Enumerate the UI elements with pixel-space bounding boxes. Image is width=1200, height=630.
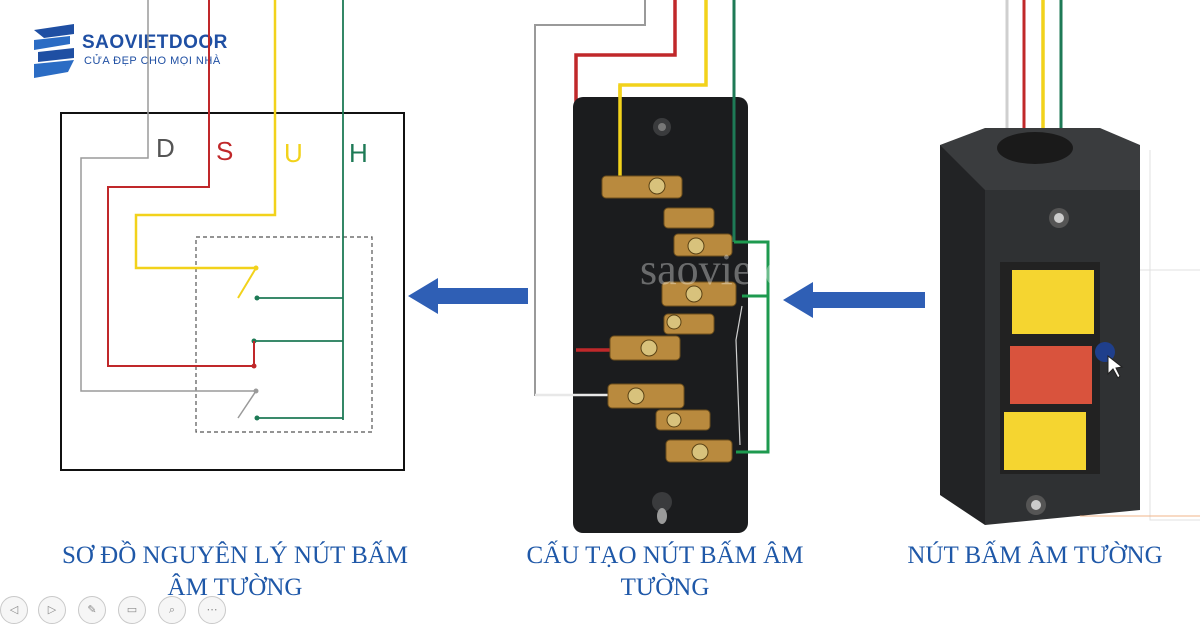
play-icon[interactable]: ▷ — [38, 596, 66, 624]
arrow-left-2 — [783, 282, 925, 318]
schematic-frame — [60, 112, 405, 471]
slides-icon[interactable]: ▭ — [118, 596, 146, 624]
wire-u — [134, 0, 277, 270]
caption-schematic: SƠ ĐỒ NGUYÊN LÝ NÚT BẤM ÂM TƯỜNG — [61, 542, 409, 601]
wire-label-d: D — [156, 133, 175, 163]
wire-label-s: S — [216, 136, 234, 166]
logo-icon — [34, 24, 74, 78]
button-up — [1012, 270, 1094, 334]
more-icon[interactable]: ⋯ — [198, 596, 226, 624]
slide-control-bar: ◁ ▷ ✎ ▭ ⌕ ⋯ — [0, 592, 240, 628]
switch-box-dashed — [195, 236, 373, 433]
zoom-icon[interactable]: ⌕ — [158, 596, 186, 624]
schematic-diagram — [60, 0, 405, 471]
button-down — [1004, 412, 1086, 470]
switch-internal-photo — [534, 0, 770, 533]
pen-icon[interactable]: ✎ — [78, 596, 106, 624]
switch-plate — [573, 97, 748, 533]
wire-label-u: U — [284, 138, 303, 168]
wire-s — [107, 0, 254, 367]
brand-logo: SAOVIETDOOR CỬA ĐẸP CHO MỌI NHÀ — [30, 22, 250, 82]
button-stop — [1010, 346, 1092, 404]
brand-name: SAOVIETDOOR — [82, 32, 228, 53]
arrow-left-1 — [408, 278, 528, 314]
brand-tagline: CỬA ĐẸP CHO MỌI NHÀ — [84, 55, 221, 67]
caption-internal: CẤU TẠO NÚT BẤM ÂM TƯỜNG — [526, 542, 804, 601]
watermark-middle: saovietdoor — [640, 245, 846, 294]
caption-box-switch: NÚT BẤM ÂM TƯỜNG — [907, 542, 1163, 569]
wire-d — [80, 0, 256, 392]
prev-icon[interactable]: ◁ — [0, 596, 28, 624]
box-switch-photo — [940, 0, 1200, 525]
wire-label-h: H — [349, 138, 368, 168]
